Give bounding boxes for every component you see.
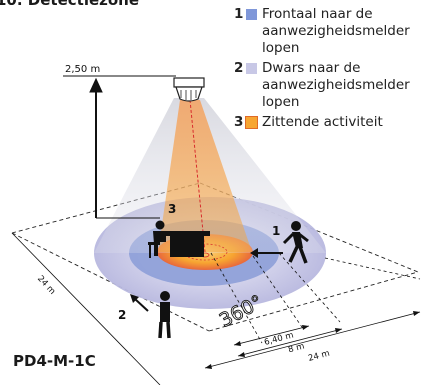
legend-item-frontal: 1 Frontaal naar de aanwezigheidsmelder l… [234, 6, 434, 57]
legend-swatch [246, 63, 257, 74]
marker-frontal: 1 [272, 224, 280, 238]
mount-height-label: 2,50 m [65, 64, 100, 75]
legend-item-sitting: 3 Zittende activiteit [234, 114, 434, 131]
legend-item-cross: 2 Dwars naar de aanwezigheidsmelder lope… [234, 60, 434, 111]
legend-number: 3 [234, 114, 244, 130]
dimension-arrowheads [205, 311, 420, 369]
walking-person-frontal-icon [282, 221, 309, 264]
sitting-person-at-desk-icon [148, 220, 210, 258]
dimension-depth-label: 24 m [35, 274, 57, 297]
dimension-lines [11, 232, 421, 385]
height-indicator [63, 75, 176, 219]
dimension-frontal-label: 8 m [287, 341, 305, 355]
walking-person-cross-icon [158, 291, 171, 339]
marker-cross: 2 [118, 308, 126, 322]
detection-cone-sitting [158, 100, 252, 252]
legend-label: Dwars naar de aanwezigheidsmelder lopen [262, 60, 410, 110]
legend-number: 1 [234, 6, 244, 22]
cross-direction-arrow [130, 294, 149, 312]
legend-swatch [245, 116, 258, 129]
frontal-direction-arrow [250, 248, 283, 258]
center-axis-line [189, 99, 206, 253]
legend-number: 2 [234, 60, 244, 76]
legend: 1 Frontaal naar de aanwezigheidsmelder l… [234, 6, 434, 134]
presence-detector-icon [173, 77, 205, 102]
legend-label: Zittende activiteit [262, 114, 383, 130]
legend-label: Frontaal naar de aanwezigheidsmelder lop… [262, 6, 410, 56]
legend-swatch [246, 9, 257, 20]
page-title: 10. Detectiezone [0, 0, 140, 9]
dimension-cross-label: 24 m [307, 349, 331, 364]
marker-sitting: 3 [168, 202, 176, 216]
product-name: PD4-M-1C [13, 352, 96, 370]
